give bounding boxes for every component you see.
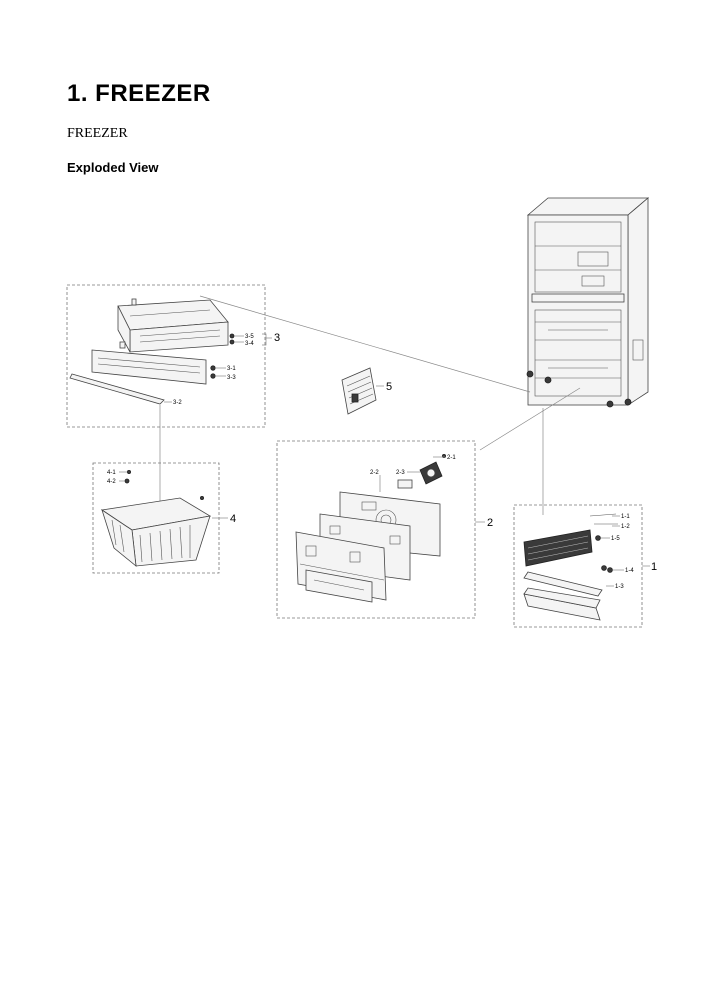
callout-2-2: 2-2 xyxy=(370,470,379,476)
callout-3: 3 xyxy=(274,332,280,344)
callout-3-1: 3-1 xyxy=(227,366,236,372)
upper-basket-part xyxy=(117,298,229,353)
fan-motor-part xyxy=(397,453,446,489)
callout-1-3: 1-3 xyxy=(615,584,624,590)
callout-1: 1 xyxy=(651,561,657,573)
evaporator-coil-part xyxy=(523,529,593,567)
callout-4-1: 4-1 xyxy=(107,470,116,476)
callout-1-5: 1-5 xyxy=(611,536,620,542)
leader-line-2 xyxy=(479,387,581,451)
callout-2: 2 xyxy=(487,517,493,529)
section-name: FREEZER xyxy=(67,126,128,141)
callout-1-2: 1-2 xyxy=(621,524,630,530)
lower-duct-part xyxy=(305,569,373,603)
drawer-rail xyxy=(69,373,165,405)
callout-1-1: 1-1 xyxy=(621,514,630,520)
callout-1-4: 1-4 xyxy=(625,568,634,574)
callout-3-2: 3-2 xyxy=(173,400,182,406)
drain-tray-part xyxy=(523,587,601,621)
defrost-heater-part xyxy=(523,571,603,597)
callout-3-5: 3-5 xyxy=(245,334,254,340)
callout-2-3: 2-3 xyxy=(396,470,405,476)
callout-3-3: 3-3 xyxy=(227,375,236,381)
page-title: 1. FREEZER xyxy=(67,80,211,107)
leader-line-3 xyxy=(199,295,531,393)
drawer-front-panel xyxy=(91,349,207,385)
exploded-view-heading: Exploded View xyxy=(67,160,159,175)
callout-3-4: 3-4 xyxy=(245,341,254,347)
refrigerator-cabinet xyxy=(526,197,650,408)
cover-panel-part xyxy=(341,367,377,415)
callout-4-2: 4-2 xyxy=(107,479,116,485)
callout-5: 5 xyxy=(386,381,392,393)
callout-box-2 xyxy=(276,440,476,619)
lower-basket-part xyxy=(100,497,212,567)
callout-2-1: 2-1 xyxy=(447,455,456,461)
callout-4: 4 xyxy=(230,513,236,525)
